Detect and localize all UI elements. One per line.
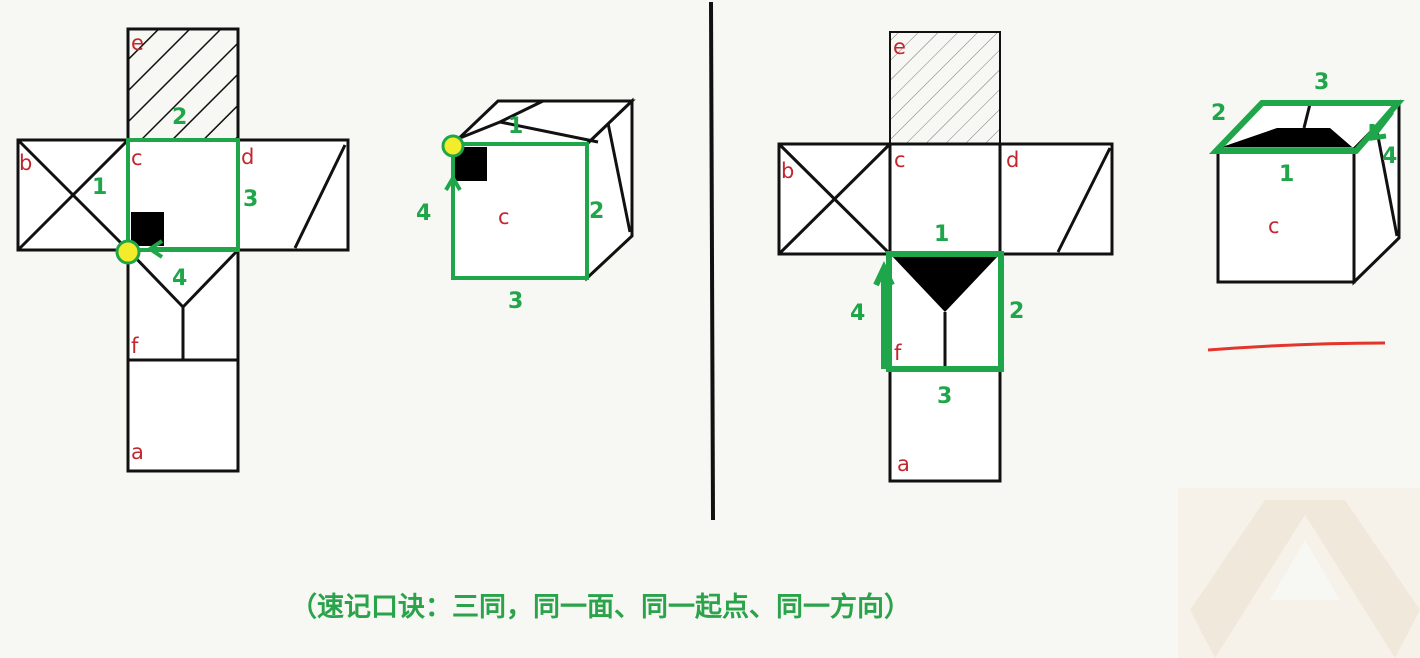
edge-number-1: 1 bbox=[1279, 162, 1294, 187]
highlight-top-face bbox=[1208, 100, 1405, 154]
label-b: b bbox=[781, 159, 794, 183]
edge-number-1: 1 bbox=[92, 175, 107, 200]
face-e bbox=[889, 31, 1001, 145]
edge-number-2: 2 bbox=[1211, 101, 1226, 126]
edge-number-4: 4 bbox=[1382, 144, 1397, 169]
cube-front-face bbox=[1216, 147, 1356, 284]
black-triangle-marker bbox=[892, 256, 998, 312]
label-b: b bbox=[19, 151, 32, 175]
edge-number-3: 3 bbox=[243, 187, 258, 212]
label-a: a bbox=[897, 452, 910, 476]
face-d-slash bbox=[1056, 147, 1112, 253]
label-e: e bbox=[893, 35, 906, 59]
face-e bbox=[126, 27, 240, 142]
highlight-face-f bbox=[886, 251, 1004, 372]
edge-number-3: 3 bbox=[508, 289, 523, 314]
edge-number-4: 4 bbox=[172, 266, 187, 291]
right-cube: c 1 2 3 4 bbox=[1207, 70, 1405, 352]
red-underline bbox=[1207, 341, 1386, 352]
black-triangle-marker bbox=[1222, 128, 1352, 147]
edge-number-1: 1 bbox=[934, 222, 949, 247]
right-face-mark bbox=[606, 122, 632, 233]
black-square-marker bbox=[131, 212, 164, 246]
left-cube-net: e b c d f a 1 2 3 4 bbox=[16, 27, 350, 473]
face-b-diagonal bbox=[777, 142, 892, 256]
edge-number-3: 3 bbox=[1314, 70, 1329, 95]
start-point-dot bbox=[441, 134, 465, 158]
divider-line bbox=[709, 1, 715, 521]
edge-number-2: 2 bbox=[1009, 299, 1024, 324]
label-c: c bbox=[131, 146, 143, 170]
label-a: a bbox=[131, 440, 144, 464]
left-cube: c 1 2 3 4 bbox=[416, 97, 636, 314]
right-face-mark bbox=[1374, 125, 1399, 237]
watermark-logo bbox=[1178, 488, 1420, 658]
label-f: f bbox=[131, 334, 139, 358]
label-c: c bbox=[1268, 214, 1280, 238]
face-c bbox=[888, 142, 1002, 256]
label-d: d bbox=[241, 145, 254, 169]
top-face-mark bbox=[1302, 103, 1312, 129]
face-d bbox=[998, 142, 1114, 256]
edge-number-2: 2 bbox=[589, 199, 604, 224]
arrow-icon bbox=[146, 239, 238, 259]
edge-number-4: 4 bbox=[416, 201, 431, 226]
arrow-icon bbox=[873, 260, 895, 369]
face-b-diagonal bbox=[16, 138, 130, 252]
start-point-dot bbox=[115, 239, 141, 265]
edge-number-1: 1 bbox=[508, 114, 523, 139]
label-e: e bbox=[131, 31, 144, 55]
face-a bbox=[126, 358, 240, 473]
top-face-mark bbox=[499, 120, 599, 144]
label-c: c bbox=[498, 205, 510, 229]
right-cube-net: e b c d f a 1 2 3 4 bbox=[777, 31, 1114, 483]
edge-number-3: 3 bbox=[937, 384, 952, 409]
face-d-slash bbox=[293, 144, 347, 249]
label-c: c bbox=[894, 148, 906, 172]
edge-number-4: 4 bbox=[850, 301, 865, 326]
arrow-icon bbox=[1369, 110, 1394, 141]
face-a bbox=[888, 367, 1002, 483]
label-d: d bbox=[1006, 148, 1019, 172]
arrow-icon bbox=[444, 174, 462, 278]
mnemonic-caption: （速记口诀：三同，同一面、同一起点、同一方向） bbox=[290, 591, 911, 623]
edge-number-2: 2 bbox=[172, 105, 187, 130]
label-f: f bbox=[894, 341, 902, 365]
